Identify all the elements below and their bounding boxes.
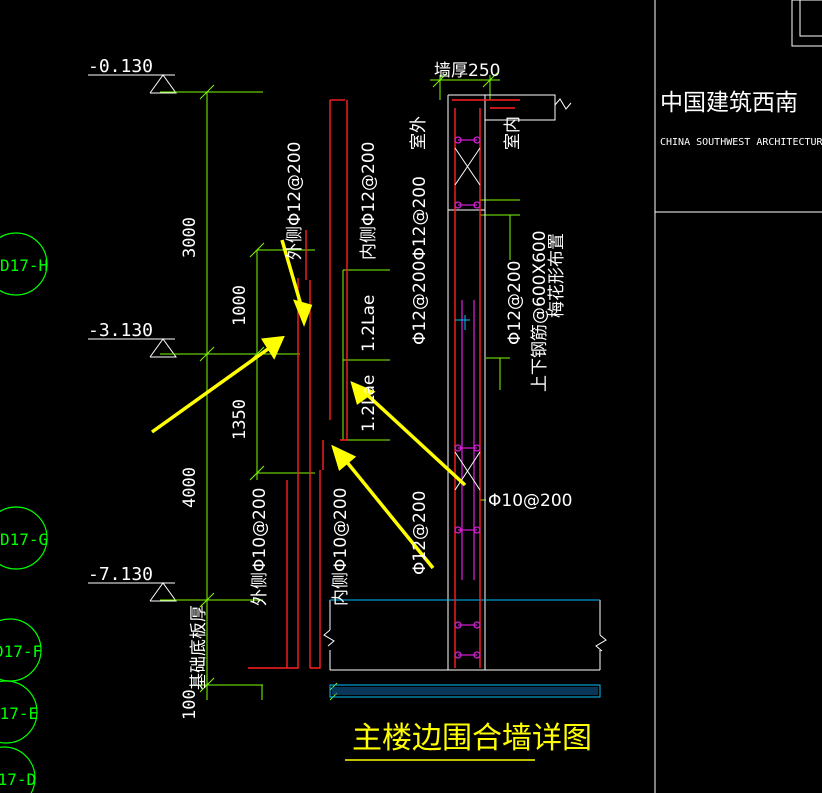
side-inner-label: 室内	[503, 116, 523, 150]
rebars	[248, 99, 520, 669]
x-marks	[454, 147, 481, 491]
side-outer-label: 室外	[409, 116, 429, 150]
dim-1350: 1350	[230, 399, 250, 440]
lap-length-label: 1.2Lae	[359, 375, 379, 432]
drawing-title: 主楼边围合墙详图	[352, 721, 592, 756]
slab-hatch	[329, 684, 601, 698]
inner-bottom-rebar-label: 内侧Φ10@200	[331, 488, 351, 606]
lap-length-label: 1.2Lae	[359, 295, 379, 352]
grid-bubble	[0, 746, 36, 793]
beam-rebar-label: 上下钢筋@600X600	[530, 230, 550, 392]
dim-1000: 1000	[230, 285, 250, 326]
elevation-markers	[88, 74, 177, 602]
tie-bars	[454, 136, 481, 659]
arrow-icon	[340, 454, 435, 570]
wall-vertical-rebar-label-2: Φ12@200	[505, 261, 525, 345]
grid-label: D17-G	[0, 530, 48, 549]
grid-bubble	[0, 680, 38, 744]
elevation-label: -0.130	[88, 56, 153, 77]
title-block-chinese: 中国建筑西南	[660, 90, 798, 116]
elevation-label: -3.130	[88, 320, 153, 341]
grid-bubbles	[0, 232, 48, 793]
beam-rebar-arrangement-label: 梅花形布置	[547, 233, 567, 318]
arrow-icon	[280, 239, 305, 313]
inner-top-rebar-label: 内侧Φ12@200	[359, 142, 379, 260]
wall-vertical-rebar-label: Φ12@200Φ12@200	[410, 176, 430, 345]
dim-100: 100	[180, 689, 200, 720]
grid-label: D17-D	[0, 770, 36, 789]
dim-4000: 4000	[180, 467, 200, 508]
arrow-icon	[150, 342, 277, 434]
stirrup-label: Φ10@200	[488, 491, 572, 511]
bottom-vertical-rebar-label: Φ12@200	[410, 491, 430, 575]
arrow-icon	[360, 388, 467, 487]
outer-bottom-rebar-label: 外侧Φ10@200	[250, 488, 270, 606]
grid-bubble	[0, 506, 48, 570]
outer-top-rebar-label: 外侧Φ12@200	[285, 142, 305, 260]
arrow-icon	[261, 335, 285, 360]
arrow-icon	[293, 299, 313, 327]
dimension-lines	[160, 72, 520, 701]
annotation-arrows	[150, 239, 467, 570]
grid-label: D17-H	[0, 256, 48, 275]
grid-label: D17-F	[0, 642, 42, 661]
dim-3000: 3000	[180, 217, 200, 258]
title-block: 中国建筑西南 CHINA SOUTHWEST ARCHITECTUR	[654, 0, 822, 793]
wall-outline	[323, 94, 607, 671]
cyan-marks	[455, 315, 470, 330]
grid-bubble	[0, 232, 48, 296]
slab-thickness-label: 基础底板厚	[189, 605, 209, 690]
arrow-icon	[331, 444, 357, 472]
grid-label: D17-E	[0, 704, 38, 723]
elevation-label: -7.130	[88, 564, 153, 585]
wall-thickness-label: 墙厚250	[434, 61, 500, 81]
arrow-icon	[350, 380, 376, 405]
title-block-english: CHINA SOUTHWEST ARCHITECTUR	[660, 137, 822, 148]
